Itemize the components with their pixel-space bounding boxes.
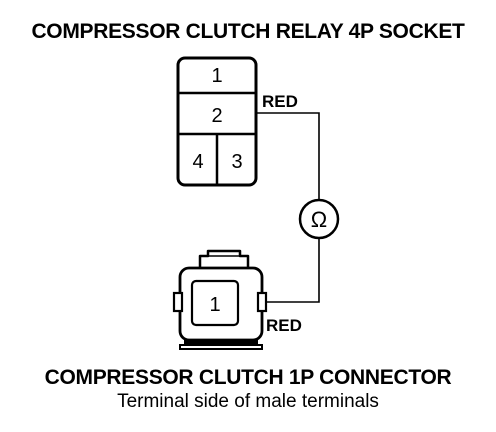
clutch-connector-title: COMPRESSOR CLUTCH 1P CONNECTOR <box>44 366 452 389</box>
relay-socket: 1 2 4 3 <box>176 56 258 187</box>
connector-terminal-cavity <box>190 279 240 327</box>
relay-terminal-4: 4 <box>192 151 203 173</box>
relay-terminal-2: 2 <box>211 105 222 127</box>
ohm-icon: Ω <box>311 207 327 232</box>
red-wire-upper <box>256 112 320 200</box>
connector-flange <box>184 340 258 345</box>
clutch-connector: 1 <box>172 249 268 350</box>
red-wire-lower <box>262 238 320 303</box>
clutch-connector-subtitle: Terminal side of male terminals <box>117 391 379 412</box>
relay-terminal-1: 1 <box>211 65 222 87</box>
relay-terminal-3: 3 <box>231 151 242 173</box>
connector-left-notch <box>172 291 184 313</box>
relay-socket-title: COMPRESSOR CLUTCH RELAY 4P SOCKET <box>31 20 465 43</box>
lower-wire-label: RED <box>266 316 302 335</box>
ohmmeter: Ω <box>298 198 340 240</box>
upper-wire-label: RED <box>262 92 298 111</box>
connector-base <box>179 344 263 350</box>
connector-right-notch <box>256 291 268 313</box>
clutch-terminal-1: 1 <box>209 294 220 316</box>
